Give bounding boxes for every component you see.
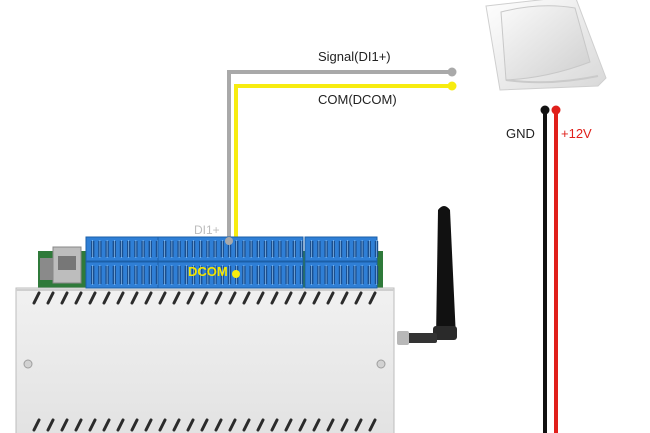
signal-wire [227,67,457,238]
wifi-antenna-icon [397,206,457,345]
di1-terminal-point [225,237,233,245]
pir-motion-sensor-icon [485,0,607,91]
gnd-wire [540,105,550,433]
terminal-blocks [85,236,379,289]
com-wire [234,81,457,272]
com-wire-label: COM(DCOM) [318,92,397,107]
dcom-terminal-label: DCOM [188,264,228,279]
gnd-wire-label: GND [506,126,535,141]
dcom-terminal-point [232,270,240,278]
di1-terminal-label: DI1+ [194,223,220,237]
power-wire-label: +12V [561,126,592,141]
signal-wire-label: Signal(DI1+) [318,49,391,64]
power-wire [551,105,561,433]
